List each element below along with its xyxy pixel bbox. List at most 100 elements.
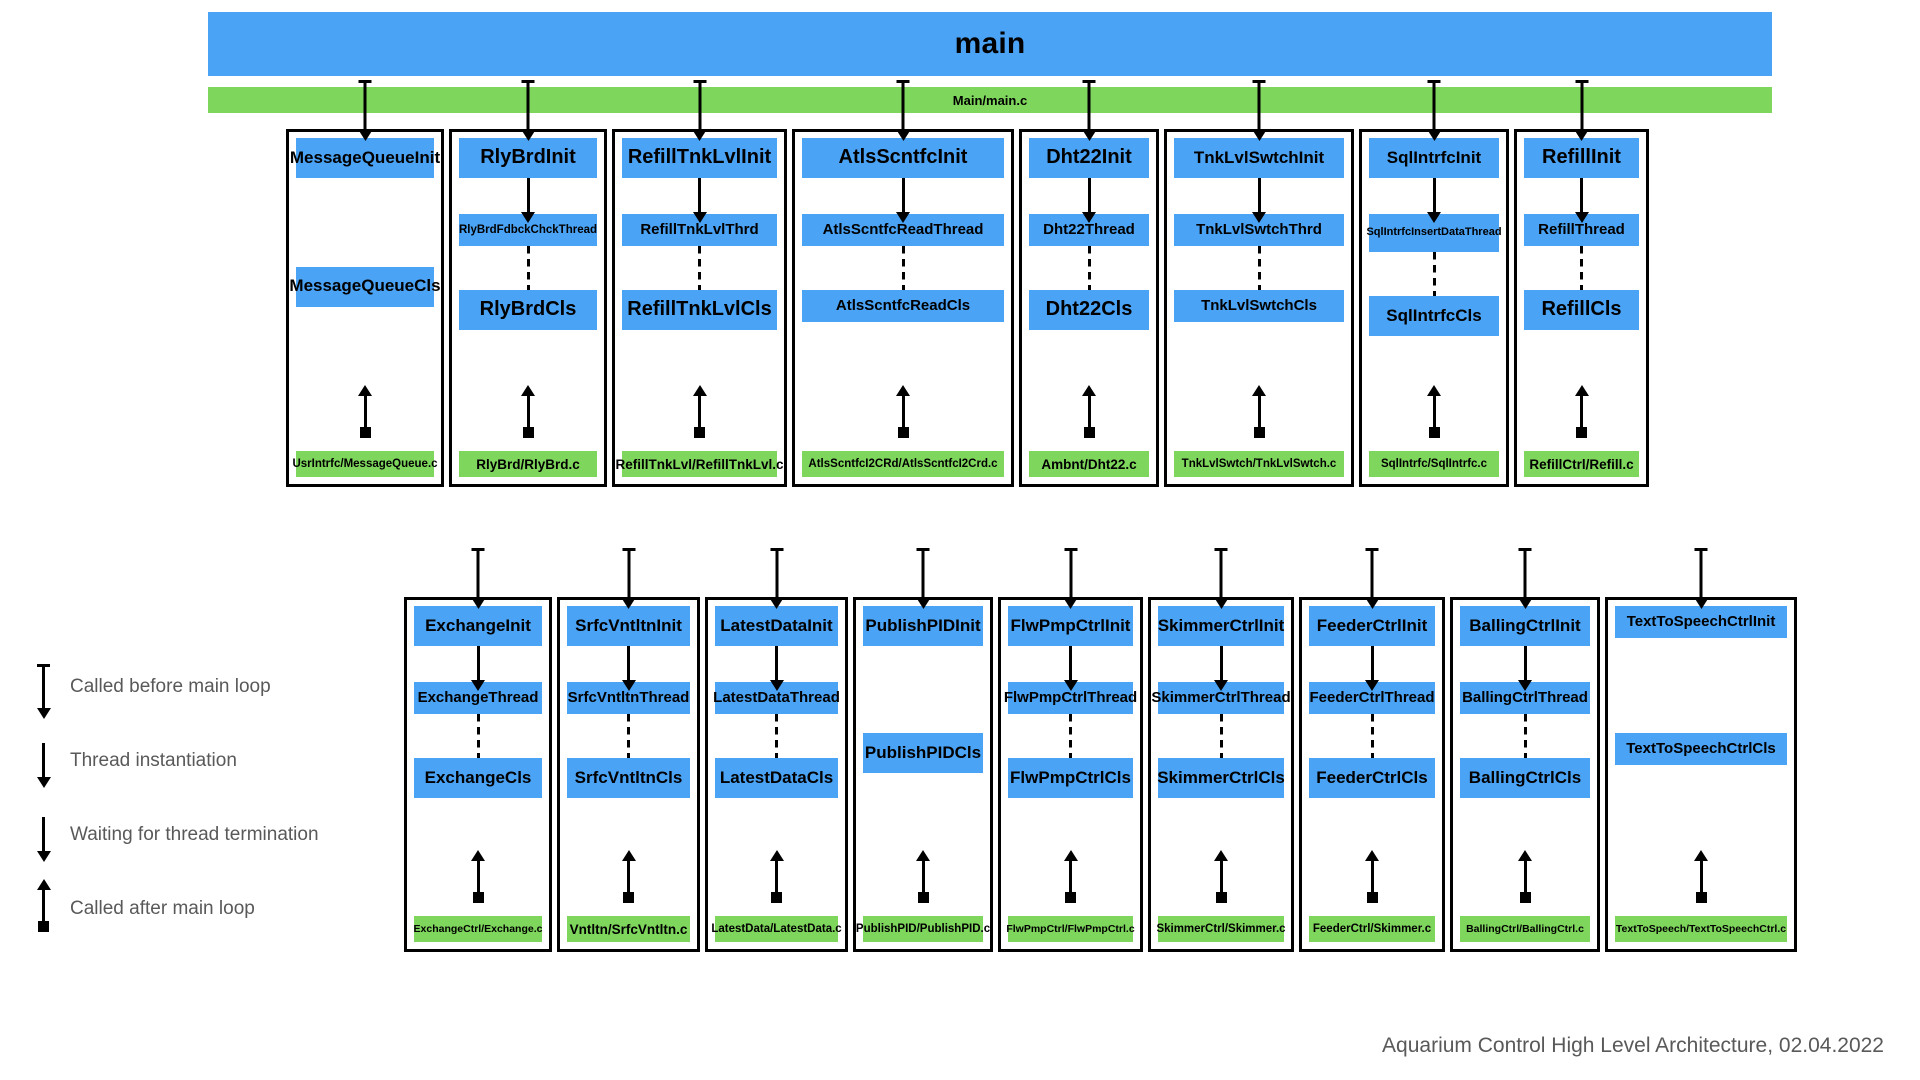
thread-function-box[interactable]: LatestDataThread (713, 682, 840, 714)
close-function-box[interactable]: RlyBrdCls (459, 290, 597, 330)
thread-function-box[interactable]: FeederCtrlThread (1309, 682, 1435, 714)
called-after-main-loop-arrow-icon (1082, 385, 1096, 438)
called-after-main-loop-arrow-icon (621, 850, 636, 903)
main-file-bar: Main/main.c (208, 87, 1772, 113)
called-after-main-loop-arrow-icon (916, 850, 930, 903)
column-spacer (1700, 638, 1703, 733)
init-function-box[interactable]: PublishPIDInit (863, 606, 983, 646)
close-function-box[interactable]: ExchangeCls (414, 758, 542, 798)
init-function-box[interactable]: MessageQueueInit (290, 138, 440, 178)
source-file-label: RefillTnkLvl/RefillTnkLvl.c (615, 451, 784, 477)
thread-instantiation-arrow-icon (1082, 178, 1096, 223)
init-function-box[interactable]: FlwPmpCtrlInit (1008, 606, 1133, 646)
thread-instantiation-arrow-icon (1518, 646, 1532, 691)
thread-instantiation-arrow-icon (621, 646, 636, 691)
legend-short-down-arrow-icon (36, 817, 51, 862)
legend-row: Called before main loop (18, 650, 398, 724)
source-file-label: FlwPmpCtrl/FlwPmpCtrl.c (1006, 916, 1135, 942)
thread-function-box[interactable]: TnkLvlSwtchThrd (1174, 214, 1344, 246)
close-function-box[interactable]: FeederCtrlCls (1309, 758, 1435, 798)
init-function-box[interactable]: SkimmerCtrlInit (1158, 606, 1284, 646)
close-function-box[interactable]: TnkLvlSwtchCls (1174, 290, 1344, 322)
init-function-box[interactable]: RefillTnkLvlInit (622, 138, 777, 178)
thread-wait-dashed-line-icon (1087, 246, 1091, 290)
init-function-box[interactable]: ExchangeInit (414, 606, 542, 646)
legend-label: Thread instantiation (70, 750, 237, 771)
init-function-box[interactable]: Dht22Init (1029, 138, 1149, 178)
called-after-main-loop-arrow-icon (896, 385, 910, 438)
init-function-box[interactable]: TnkLvlSwtchInit (1174, 138, 1344, 178)
init-function-box[interactable]: TextToSpeechCtrlInit (1615, 606, 1787, 638)
called-after-main-loop-arrow-icon (692, 385, 707, 438)
call-arrow-down-icon (896, 80, 910, 141)
thread-instantiation-arrow-icon (1214, 646, 1228, 691)
init-function-box[interactable]: RlyBrdInit (459, 138, 597, 178)
call-arrow-down-icon (471, 548, 485, 609)
thread-instantiation-arrow-icon (521, 178, 535, 223)
init-function-box[interactable]: LatestDataInit (715, 606, 838, 646)
close-function-box[interactable]: SqlIntrfcCls (1369, 296, 1499, 336)
close-function-box[interactable]: FlwPmpCtrlCls (1008, 758, 1133, 798)
thread-wait-dashed-line-icon (1069, 714, 1072, 758)
thread-wait-dashed-line-icon (1219, 714, 1223, 758)
call-arrow-down-icon (769, 548, 784, 609)
thread-instantiation-arrow-icon (1574, 178, 1589, 223)
init-function-box[interactable]: BallingCtrlInit (1460, 606, 1590, 646)
close-function-box[interactable]: MessageQueueCls (289, 266, 441, 307)
close-function-box[interactable]: PublishPIDCls (863, 733, 983, 773)
close-function-box[interactable]: AtlsScntfcReadCls (802, 290, 1004, 322)
init-function-box[interactable]: SrfcVntltnInit (567, 606, 690, 646)
thread-instantiation-arrow-icon (1063, 646, 1078, 691)
close-function-box[interactable]: TextToSpeechCtrlCls (1615, 733, 1787, 765)
thread-function-box[interactable]: AtlsScntfcReadThread (802, 214, 1004, 246)
called-after-main-loop-arrow-icon (1694, 850, 1708, 903)
call-arrow-down-icon (621, 548, 636, 609)
init-function-box[interactable]: RefillInit (1524, 138, 1639, 178)
thread-instantiation-arrow-icon (692, 178, 707, 223)
called-after-main-loop-arrow-icon (1063, 850, 1078, 903)
init-function-box[interactable]: FeederCtrlInit (1309, 606, 1435, 646)
thread-function-box[interactable]: Dht22Thread (1029, 214, 1149, 246)
call-arrow-down-icon (916, 548, 930, 609)
close-function-box[interactable]: BallingCtrlCls (1460, 758, 1590, 798)
called-after-main-loop-arrow-icon (471, 850, 485, 903)
legend-flat-cap-icon (37, 664, 50, 667)
called-after-main-loop-arrow-icon (521, 385, 535, 438)
called-after-main-loop-arrow-icon (769, 850, 784, 903)
thread-wait-dashed-line-icon (901, 246, 905, 290)
call-arrow-down-icon (692, 80, 707, 141)
call-arrow-down-icon (1063, 548, 1078, 609)
column-spacer (922, 646, 925, 733)
thread-function-box[interactable]: RefillThread (1524, 214, 1639, 246)
init-function-box[interactable]: SqlIntrfcInit (1369, 138, 1499, 178)
init-function-box[interactable]: AtlsScntfcInit (802, 138, 1004, 178)
close-function-box[interactable]: LatestDataCls (715, 758, 838, 798)
legend-label: Called before main loop (70, 676, 271, 697)
legend-row: Thread instantiation (18, 724, 398, 798)
called-after-main-loop-arrow-icon (1427, 385, 1441, 438)
close-function-box[interactable]: SrfcVntltnCls (567, 758, 690, 798)
close-function-box[interactable]: SkimmerCtrlCls (1157, 758, 1285, 798)
call-arrow-down-icon (1427, 80, 1441, 141)
close-function-box[interactable]: RefillCls (1524, 290, 1639, 330)
close-function-box[interactable]: Dht22Cls (1029, 290, 1149, 330)
close-function-box[interactable]: RefillTnkLvlCls (622, 290, 777, 330)
